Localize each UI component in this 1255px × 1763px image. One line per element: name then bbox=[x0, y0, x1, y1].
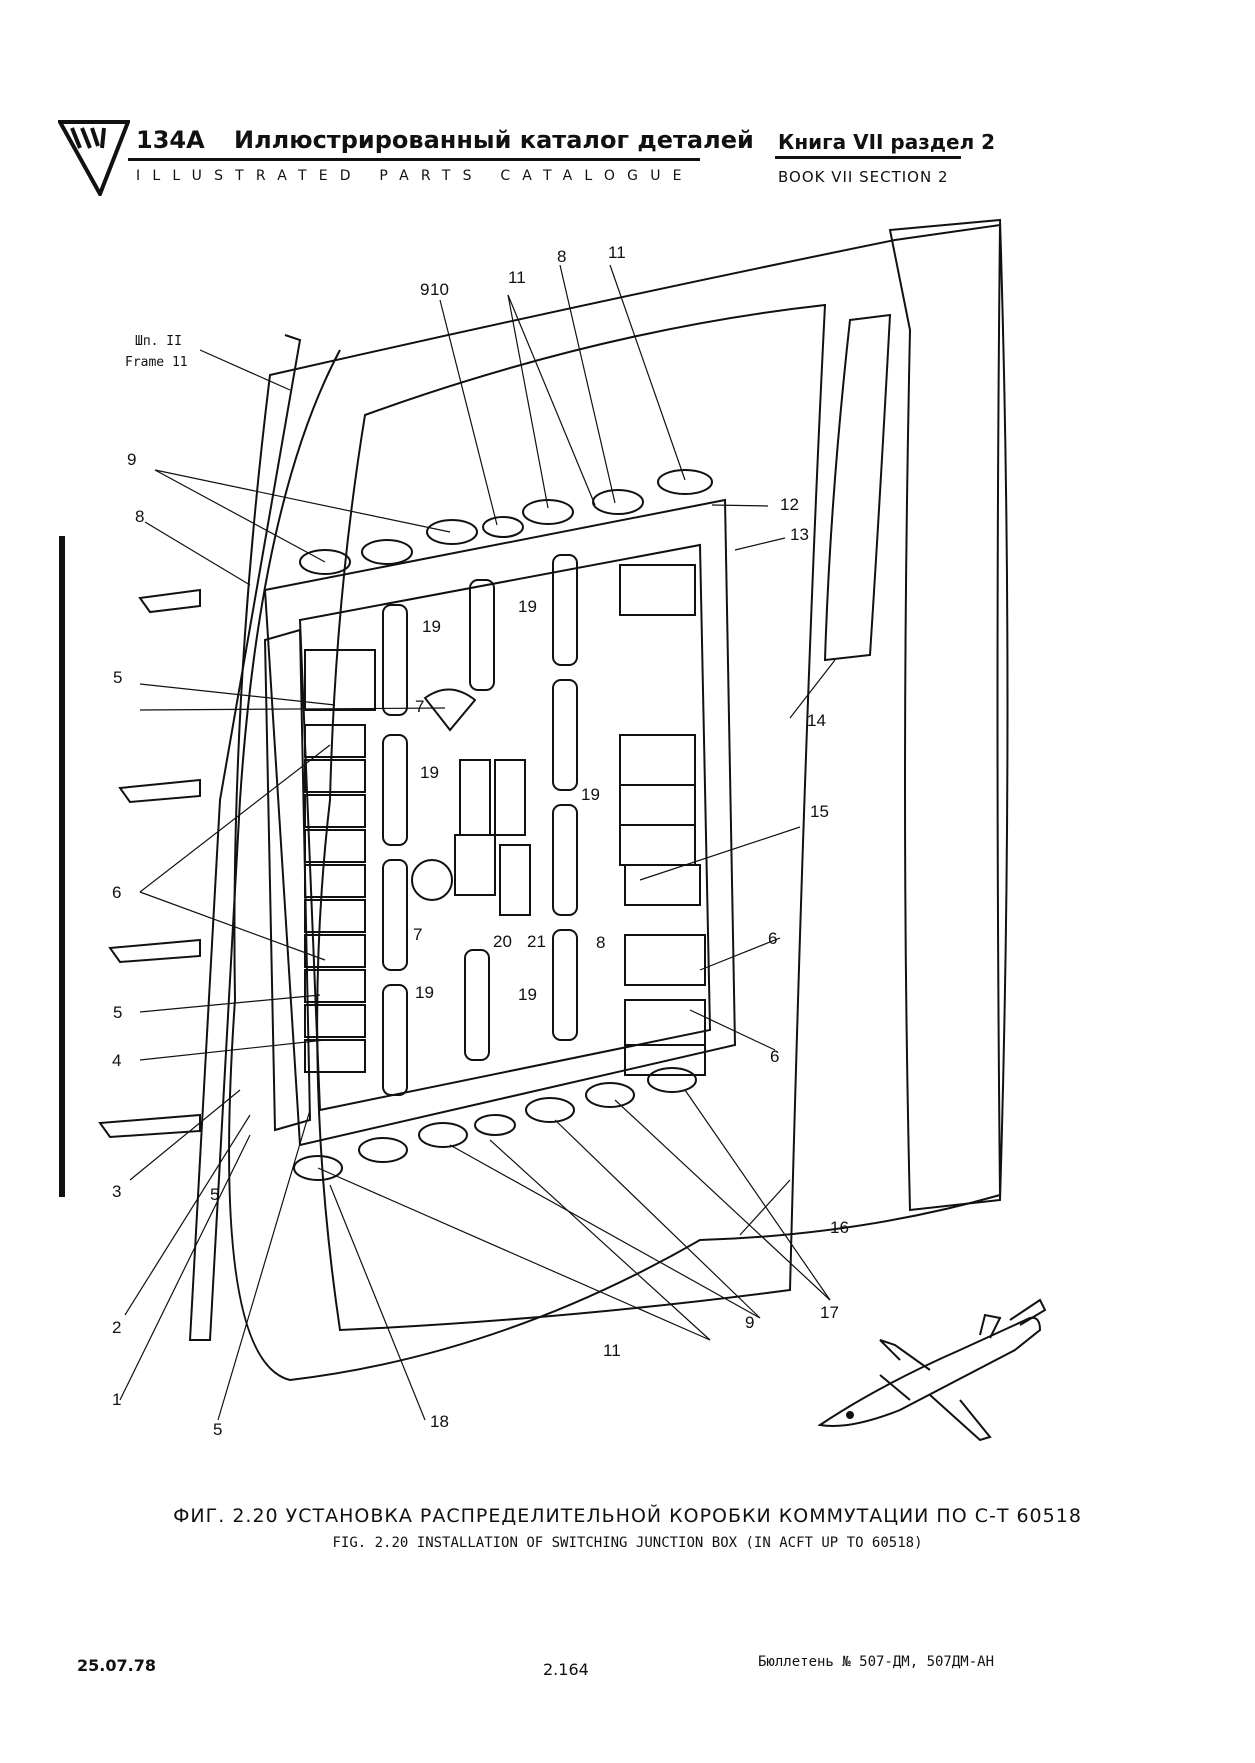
callout-8: 8 bbox=[135, 507, 144, 526]
callout-1: 1 bbox=[112, 1390, 121, 1409]
callout-2: 2 bbox=[112, 1318, 121, 1337]
callout-6: 6 bbox=[768, 929, 777, 948]
callout-19: 19 bbox=[420, 763, 439, 782]
callout-11: 11 bbox=[608, 243, 626, 262]
callout-7: 7 bbox=[413, 925, 422, 944]
revision-bar bbox=[59, 536, 65, 1197]
callout-17: 17 bbox=[820, 1303, 839, 1322]
right-rail bbox=[888, 218, 1009, 1212]
catalog-title-en: ILLUSTRATED PARTS CATALOGUE bbox=[136, 168, 694, 184]
callout-3: 3 bbox=[112, 1182, 121, 1201]
junction-box-outline bbox=[263, 498, 737, 1147]
callout-11: 11 bbox=[603, 1341, 621, 1360]
callout-5: 5 bbox=[113, 1003, 122, 1022]
header-rule-right bbox=[775, 156, 961, 159]
callout-8: 8 bbox=[557, 247, 566, 266]
header-rule-left bbox=[128, 158, 700, 161]
callout-19: 19 bbox=[415, 983, 434, 1002]
frame-label-ru: Шп. II bbox=[135, 334, 182, 349]
callout-6: 6 bbox=[770, 1047, 779, 1066]
figure-caption-ru: ФИГ. 2.20 УСТАНОВКА РАСПРЕДЕЛИТЕЛЬНОЙ КО… bbox=[173, 1505, 1082, 1527]
callout-15: 15 bbox=[810, 802, 829, 821]
callout-7: 7 bbox=[415, 697, 424, 716]
aircraft-silhouette bbox=[817, 1298, 1047, 1442]
book-section-ru: Книга VII раздел 2 bbox=[778, 130, 996, 154]
left-terminal-strip bbox=[263, 628, 312, 1132]
callout-19: 19 bbox=[518, 597, 537, 616]
callout-5: 5 bbox=[113, 668, 122, 687]
callout-6: 6 bbox=[112, 883, 121, 902]
callout-20: 20 bbox=[493, 932, 512, 951]
callout-12: 12 bbox=[780, 495, 799, 514]
footer-date: 25.07.78 bbox=[77, 1656, 156, 1675]
callout-14: 14 bbox=[807, 711, 826, 730]
book-section-en: BOOK VII SECTION 2 bbox=[778, 168, 949, 186]
callout-18: 18 bbox=[430, 1412, 449, 1431]
callout-19: 19 bbox=[518, 985, 537, 1004]
callout-10: 10 bbox=[430, 280, 449, 299]
callout-9: 9 bbox=[127, 450, 136, 469]
callout-19: 19 bbox=[581, 785, 600, 804]
page-number: 2.164 bbox=[543, 1660, 589, 1679]
manufacturer-logo bbox=[58, 120, 130, 196]
callout-21: 21 bbox=[527, 932, 546, 951]
callout-19: 19 bbox=[422, 617, 441, 636]
catalog-title-ru: Иллюстрированный каталог деталей bbox=[234, 126, 754, 154]
bulletin-reference: Бюллетень № 507-ДМ, 507ДМ-АН bbox=[758, 1654, 995, 1670]
panel-inner-outline bbox=[316, 303, 827, 1332]
figure-caption-en: FIG. 2.20 INSTALLATION OF SWITCHING JUNC… bbox=[332, 1535, 923, 1551]
callout-4: 4 bbox=[112, 1051, 121, 1070]
callout-11: 11 bbox=[508, 268, 526, 287]
aircraft-model: 134А bbox=[136, 126, 205, 154]
mounting-panel bbox=[228, 223, 1002, 1382]
right-rail-inner bbox=[823, 313, 892, 662]
junction-box-inner bbox=[298, 543, 712, 1112]
callout-16: 16 bbox=[830, 1218, 849, 1237]
frame-label-en: Frame 11 bbox=[125, 355, 188, 370]
callout-9: 9 bbox=[745, 1313, 754, 1332]
callout-9: 9 bbox=[420, 280, 429, 299]
callout-5: 5 bbox=[210, 1185, 219, 1204]
callout-5: 5 bbox=[213, 1420, 222, 1439]
callout-13: 13 bbox=[790, 525, 809, 544]
callout-8: 8 bbox=[596, 933, 605, 952]
